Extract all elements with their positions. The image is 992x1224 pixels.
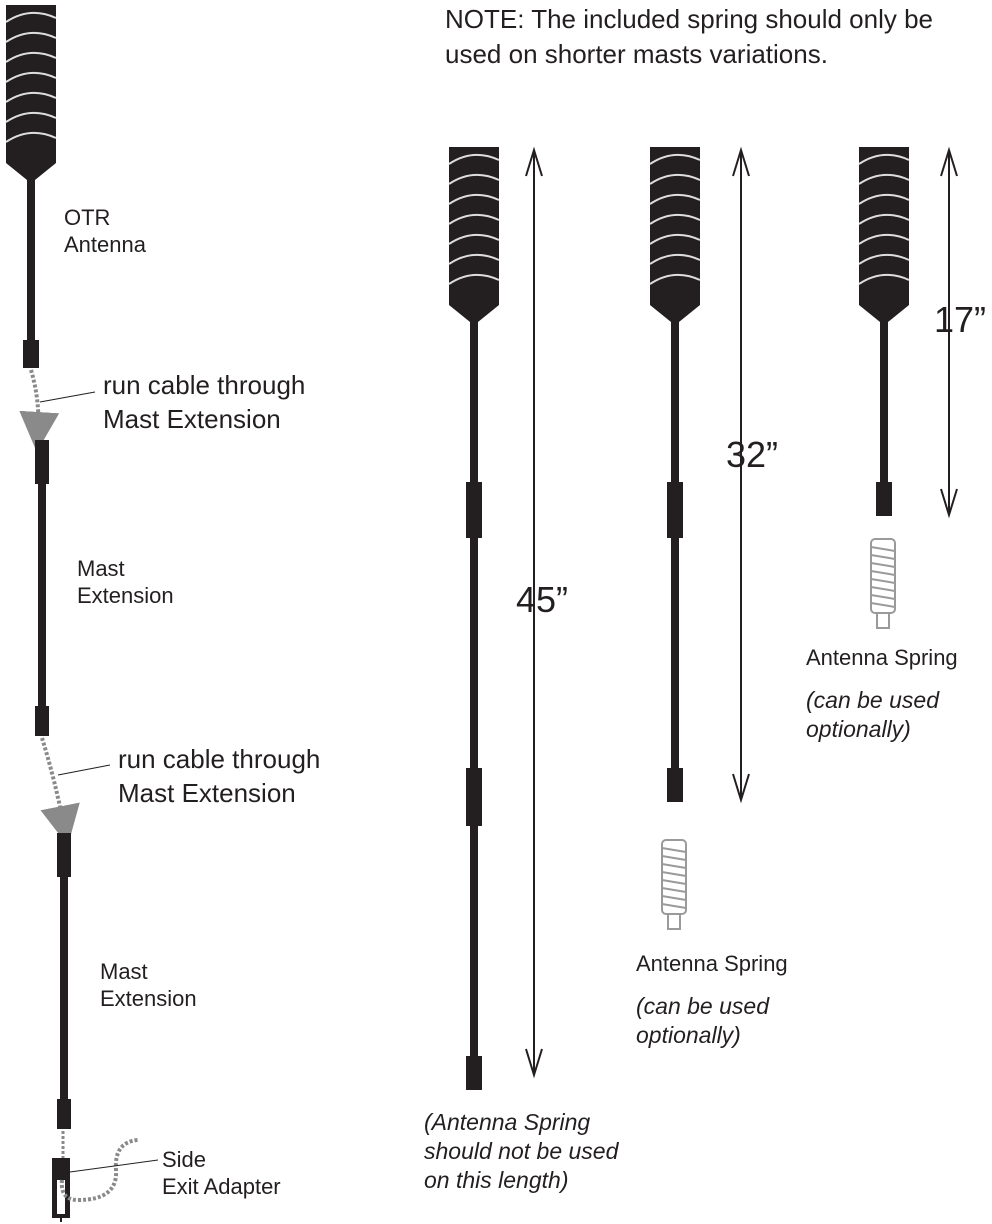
- height-label-45: 45”: [516, 579, 569, 620]
- no-spring-note-line-1: (Antenna Spring: [424, 1109, 591, 1135]
- mast-extension-label-2-line-2: Extension: [100, 986, 197, 1011]
- cable-note-2-leader: [57, 764, 111, 776]
- cable-1: [19, 369, 60, 452]
- no-spring-note-line-3: on this length): [424, 1167, 569, 1193]
- dimension-arrow-45: [525, 146, 543, 1079]
- dimension-arrow-17: [940, 146, 958, 519]
- antenna-spring-32: [661, 839, 687, 930]
- cable-note-2: run cable through Mast Extension: [118, 742, 320, 810]
- no-spring-note: (Antenna Spring should not be used on th…: [424, 1108, 618, 1195]
- antenna-17: [858, 147, 910, 516]
- height-label-32: 32”: [726, 434, 779, 475]
- note-text: NOTE: The included spring should only be…: [445, 4, 934, 69]
- mast-extension-label-1: Mast Extension: [77, 555, 174, 609]
- cable-note-2-line-1: run cable through: [118, 744, 321, 774]
- spring-optional-note-17: (can be used optionally): [806, 686, 939, 744]
- otr-antenna-label: OTR Antenna: [64, 204, 146, 258]
- side-exit-adapter-label-line-2: Exit Adapter: [162, 1174, 281, 1199]
- antenna-45: [448, 147, 500, 1090]
- spring-optional-note-32: (can be used optionally): [636, 992, 769, 1050]
- mast-extension-label-2: Mast Extension: [100, 958, 197, 1012]
- side-exit-adapter: [52, 1138, 159, 1222]
- cable-note-1: run cable through Mast Extension: [103, 368, 305, 436]
- side-exit-adapter-label-line-1: Side: [162, 1147, 207, 1172]
- dimension-arrow-32: [732, 146, 750, 804]
- cable-note-2-line-2: Mast Extension: [118, 778, 296, 808]
- mast-extension-label-2-line-1: Mast: [100, 959, 148, 984]
- antenna-32: [649, 147, 701, 802]
- mast-extension-label-1-line-1: Mast: [77, 556, 125, 581]
- spring-optional-note-17-line-1: (can be used: [806, 687, 939, 713]
- otr-antenna-label-line-2: Antenna: [64, 232, 146, 257]
- antenna-spring-17: [870, 538, 896, 629]
- mast-extension-1: [35, 440, 49, 736]
- no-spring-note-line-2: should not be used: [424, 1138, 619, 1164]
- spring-optional-note-32-line-1: (can be used: [636, 993, 769, 1019]
- side-exit-adapter-label: Side Exit Adapter: [162, 1146, 281, 1200]
- otr-antenna-label-line-1: OTR: [64, 205, 111, 230]
- mast-extension-label-1-line-2: Extension: [77, 583, 174, 608]
- spring-optional-note-32-line-2: optionally): [636, 1022, 741, 1048]
- antenna-spring-label-32: Antenna Spring: [636, 951, 788, 976]
- mast-extension-2: [57, 833, 71, 1158]
- cable-note-1-leader: [39, 391, 96, 403]
- cable-2: [40, 737, 80, 846]
- height-label-17: 17”: [934, 299, 987, 340]
- antenna-spring-label-17: Antenna Spring: [806, 645, 958, 670]
- otr-antenna: [5, 5, 57, 368]
- cable-note-1-line-1: run cable through: [103, 370, 306, 400]
- cable-note-1-line-2: Mast Extension: [103, 404, 281, 434]
- spring-optional-note-17-line-2: optionally): [806, 716, 911, 742]
